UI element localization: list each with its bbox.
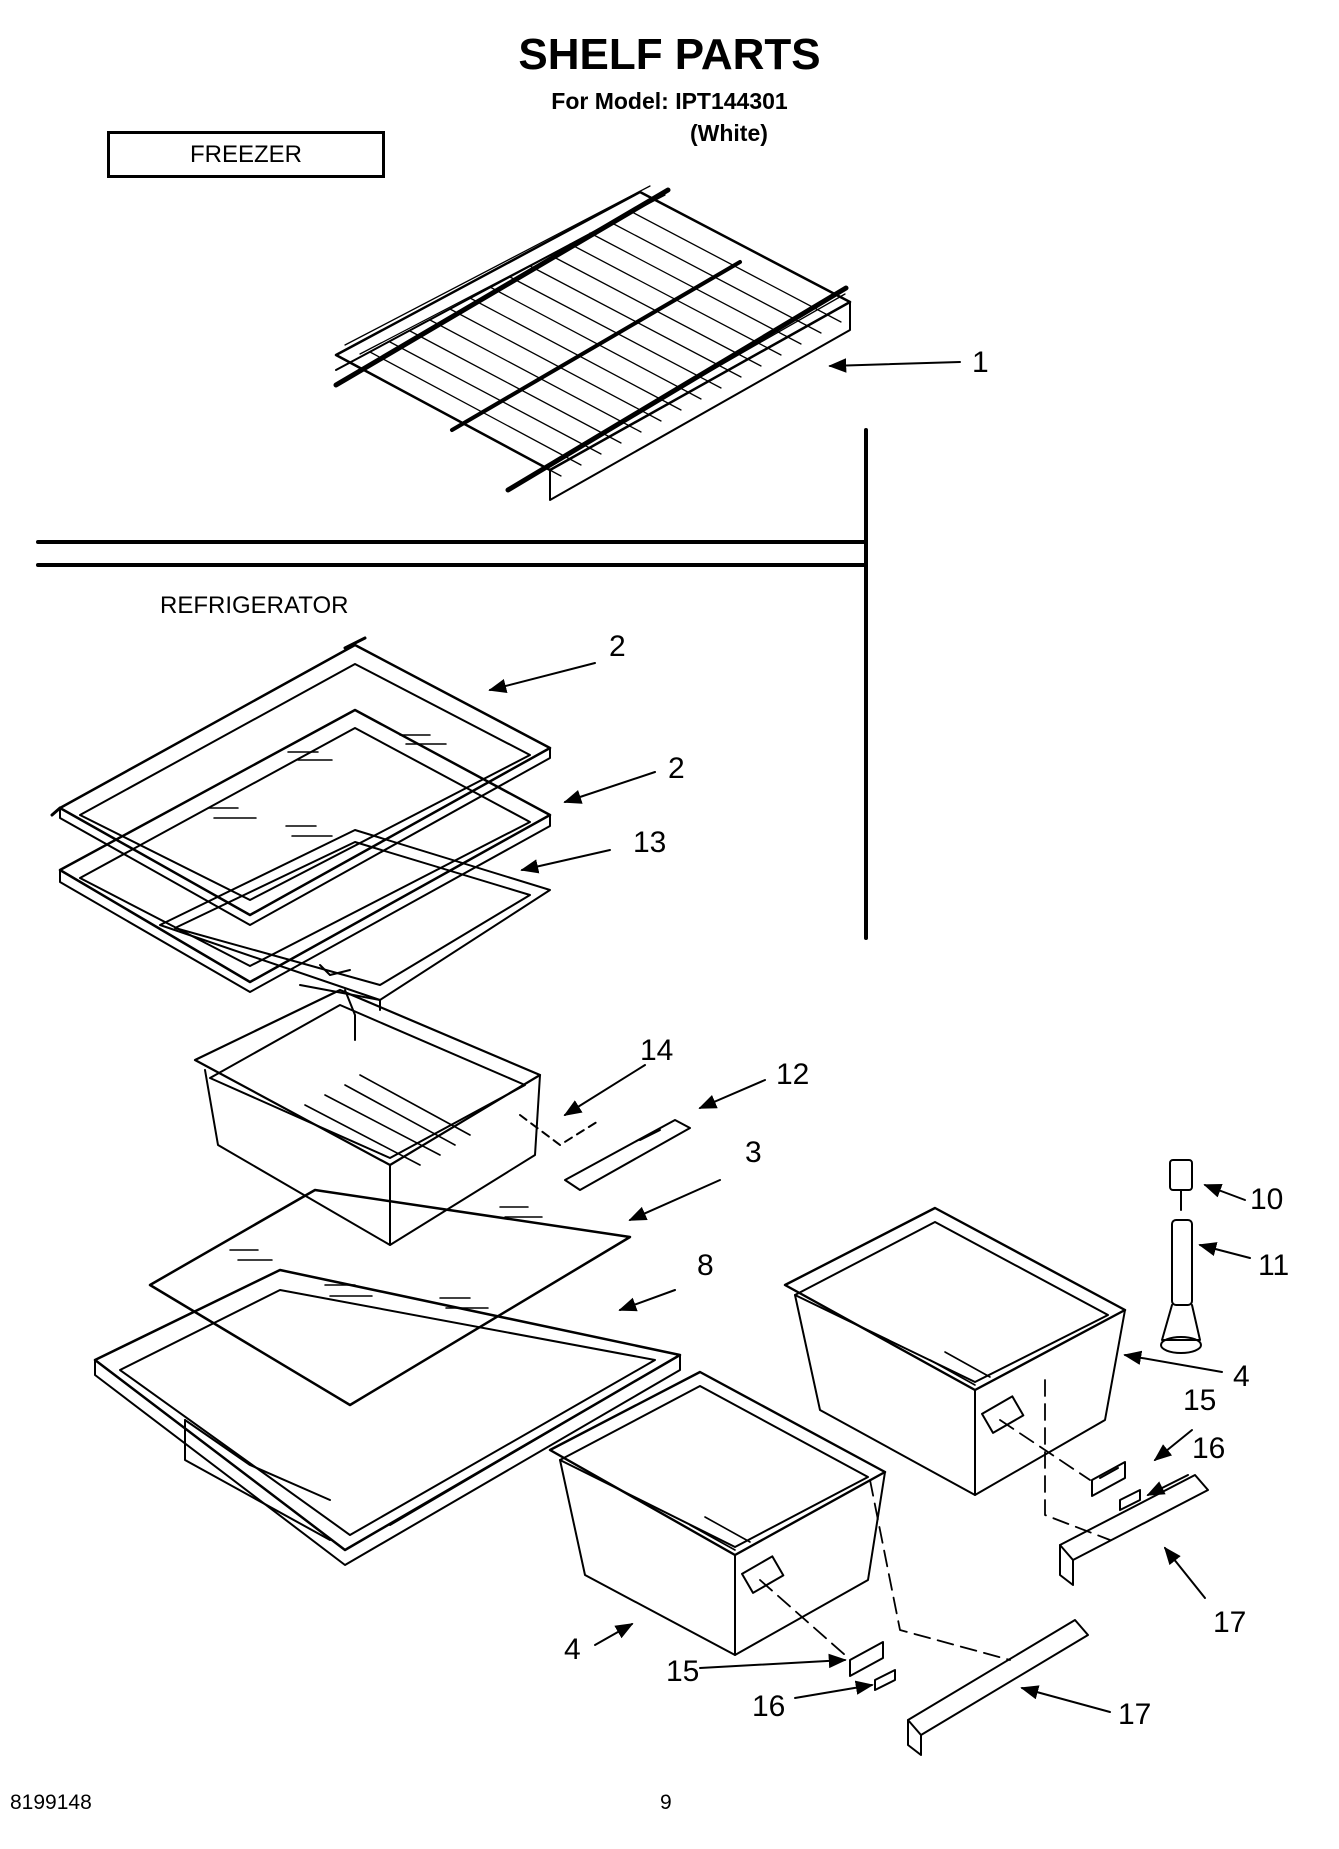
callout-3: 3	[745, 1136, 762, 1169]
drawer-handle-part-17-left	[907, 1619, 1089, 1756]
callout-16-right: 16	[1192, 1432, 1226, 1465]
damper-control-part-10	[1169, 1159, 1193, 1211]
callout-2-upper: 2	[609, 630, 626, 663]
callout-4-left: 4	[564, 1633, 581, 1666]
callout-10: 10	[1250, 1183, 1284, 1216]
callout-2-lower: 2	[668, 752, 685, 785]
callout-15-right: 15	[1183, 1384, 1217, 1417]
freezer-section-label: FREEZER	[107, 131, 385, 178]
meat-pan-part-14	[193, 988, 542, 1246]
page-title: SHELF PARTS	[518, 30, 821, 79]
callout-14: 14	[640, 1034, 674, 1067]
refrigerator-section-label: REFRIGERATOR	[160, 592, 349, 619]
section-divider	[36, 428, 868, 940]
freezer-label-text: FREEZER	[189, 140, 302, 168]
glass-shelf-part-2	[50, 636, 552, 926]
label-holder-part-15-right	[1091, 1461, 1126, 1497]
callout-11: 11	[1258, 1249, 1290, 1282]
document-number: 8199148	[10, 1791, 92, 1814]
callout-17-left: 17	[1118, 1698, 1152, 1731]
trim-strip-part-12	[564, 1119, 691, 1191]
callout-12: 12	[776, 1058, 810, 1091]
crisper-drawer-right-part-4	[783, 1206, 1127, 1496]
label-part-16-left	[874, 1669, 896, 1691]
drawer-handle-part-17-right	[1059, 1474, 1209, 1586]
model-line: For Model: IPT144301	[551, 88, 788, 114]
callout-8: 8	[697, 1249, 714, 1282]
label-holder-part-15-left	[849, 1641, 884, 1677]
callout-1: 1	[972, 346, 989, 379]
wire-shelf-part-1	[333, 185, 852, 501]
crisper-drawer-left-part-4	[548, 1370, 887, 1656]
page-number: 9	[660, 1791, 672, 1814]
color-line: (White)	[690, 120, 768, 146]
callout-17-right: 17	[1213, 1606, 1247, 1639]
callout-arrows	[488, 358, 1251, 1713]
label-part-16-right	[1119, 1489, 1141, 1511]
callout-13: 13	[633, 826, 667, 859]
alignment-lines	[759, 1379, 1111, 1661]
callout-16-left: 16	[752, 1690, 786, 1723]
damper-control-part-11	[1160, 1219, 1202, 1354]
callout-15-left: 15	[666, 1655, 700, 1688]
callout-4-right: 4	[1233, 1360, 1250, 1393]
crisper-frame-part-8	[93, 1268, 682, 1566]
trim-strip-part-14-detail	[519, 1114, 601, 1146]
